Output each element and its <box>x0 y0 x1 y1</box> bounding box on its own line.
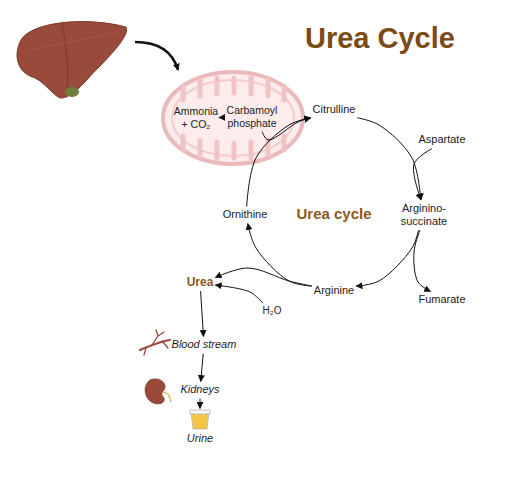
metabolite-node: Ornithine <box>223 208 268 221</box>
reaction-arrow <box>414 230 431 291</box>
reaction-arrow <box>201 354 203 382</box>
reaction-arrow <box>356 230 418 286</box>
metabolite-node: Fumarate <box>418 293 465 306</box>
liver-arrow <box>135 42 178 70</box>
node-text: Aspartate <box>418 133 465 146</box>
reaction-arrow <box>247 118 311 207</box>
urine-cup-icon <box>190 410 210 429</box>
node-text: Urea <box>187 275 214 289</box>
reaction-arrow <box>200 399 201 409</box>
metabolite-node: Arginine <box>314 284 354 297</box>
node-text: Arginino- succinate <box>394 202 454 228</box>
node-text: Ornithine <box>223 208 268 221</box>
node-text: Kidneys <box>180 383 219 396</box>
metabolite-node: Urine <box>187 410 213 445</box>
reaction-arrow <box>357 118 420 200</box>
mitochondrion <box>163 72 303 164</box>
node-text: Fumarate <box>418 293 465 306</box>
metabolite-node: Blood stream <box>172 338 237 351</box>
metabolite-node: Carbamoyl phosphate <box>221 104 283 129</box>
reaction-arrow <box>215 285 262 303</box>
node-text: Carbamoyl phosphate <box>221 104 283 129</box>
liver-illustration <box>17 22 127 98</box>
metabolite-node: Urea <box>187 275 214 289</box>
blood-vessel-icon <box>140 330 170 355</box>
kidney-icon <box>145 379 171 404</box>
node-text: Arginine <box>314 284 354 297</box>
reaction-arrow <box>219 117 224 118</box>
node-text: Urine <box>187 432 213 445</box>
metabolite-node: Citrulline <box>313 103 356 116</box>
metabolite-node: Arginino- succinate <box>394 202 454 228</box>
metabolite-node: Kidneys <box>180 383 219 396</box>
reaction-arrow <box>201 291 204 336</box>
reaction-arrow <box>215 268 311 286</box>
diagram-title: Urea Cycle <box>305 22 455 55</box>
cycle-label: Urea cycle <box>296 205 371 222</box>
reaction-arrow <box>248 224 312 286</box>
metabolite-node: H₂O <box>263 305 282 317</box>
node-text: Blood stream <box>172 338 237 351</box>
metabolite-node: Aspartate <box>418 133 465 146</box>
metabolite-node: Ammonia + CO₂ <box>170 105 222 130</box>
node-text: H₂O <box>263 305 282 317</box>
node-text: Citrulline <box>313 103 356 116</box>
node-text: Ammonia + CO₂ <box>170 105 222 130</box>
reaction-arrow <box>413 149 432 200</box>
